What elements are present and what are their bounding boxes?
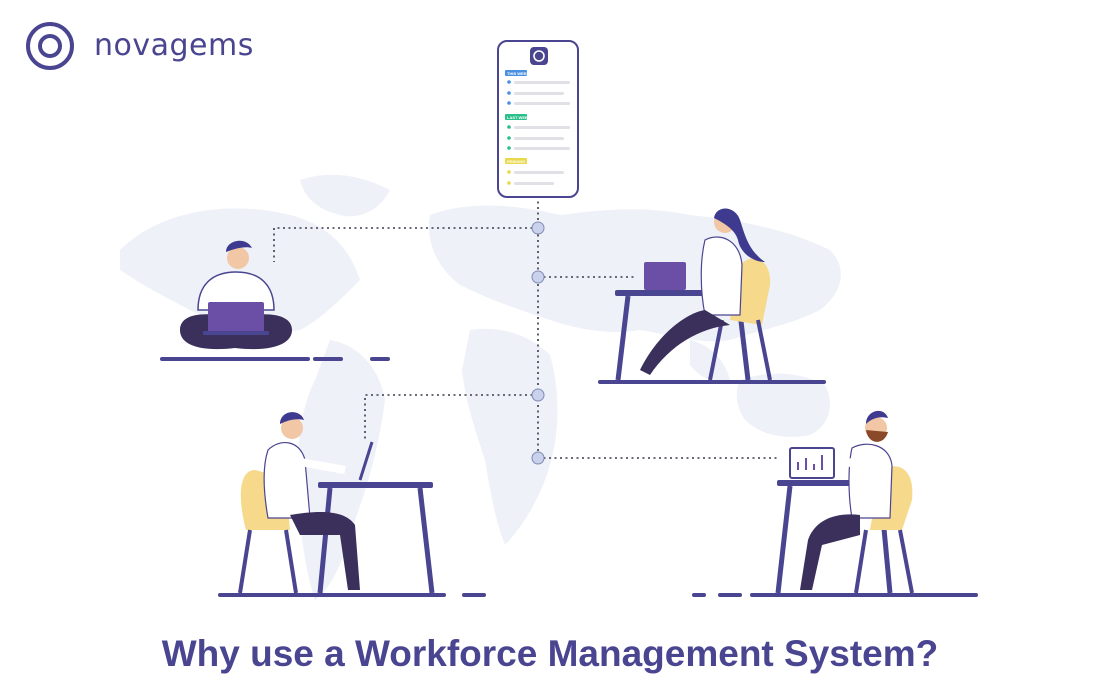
app-logo-icon (530, 47, 548, 65)
page-title: Why use a Workforce Management System? (161, 633, 939, 674)
brand-mark-icon (26, 22, 74, 70)
laptop-icon (208, 302, 264, 332)
phone-section-label: LAST WEEK (507, 115, 531, 120)
phone-list-dots (507, 80, 511, 185)
brand-logo: novagems (20, 20, 254, 72)
phone-list-rows (514, 81, 570, 185)
worker-desk-woman (598, 208, 826, 384)
worker-desk-man-glasses (218, 412, 486, 597)
worker-desk-man-beard (692, 410, 978, 597)
laptop-screen-chart-icon (789, 447, 835, 479)
phone-section-label: THIS WEEK (507, 71, 529, 76)
connector-nodes (531, 221, 545, 465)
phone-section-label: PENDING (507, 159, 525, 164)
worker-remote-floor (160, 240, 390, 361)
phone-section-this-week: THIS WEEK (505, 70, 529, 76)
brand-name: novagems (94, 28, 254, 63)
world-map-background (120, 174, 841, 600)
network-connectors (273, 196, 780, 459)
phone-device: THIS WEEK LAST WEEK PENDING (497, 40, 579, 198)
phone-section-pending: PENDING (505, 158, 527, 164)
laptop-icon (644, 262, 686, 290)
phone-section-last-week: LAST WEEK (505, 114, 531, 120)
